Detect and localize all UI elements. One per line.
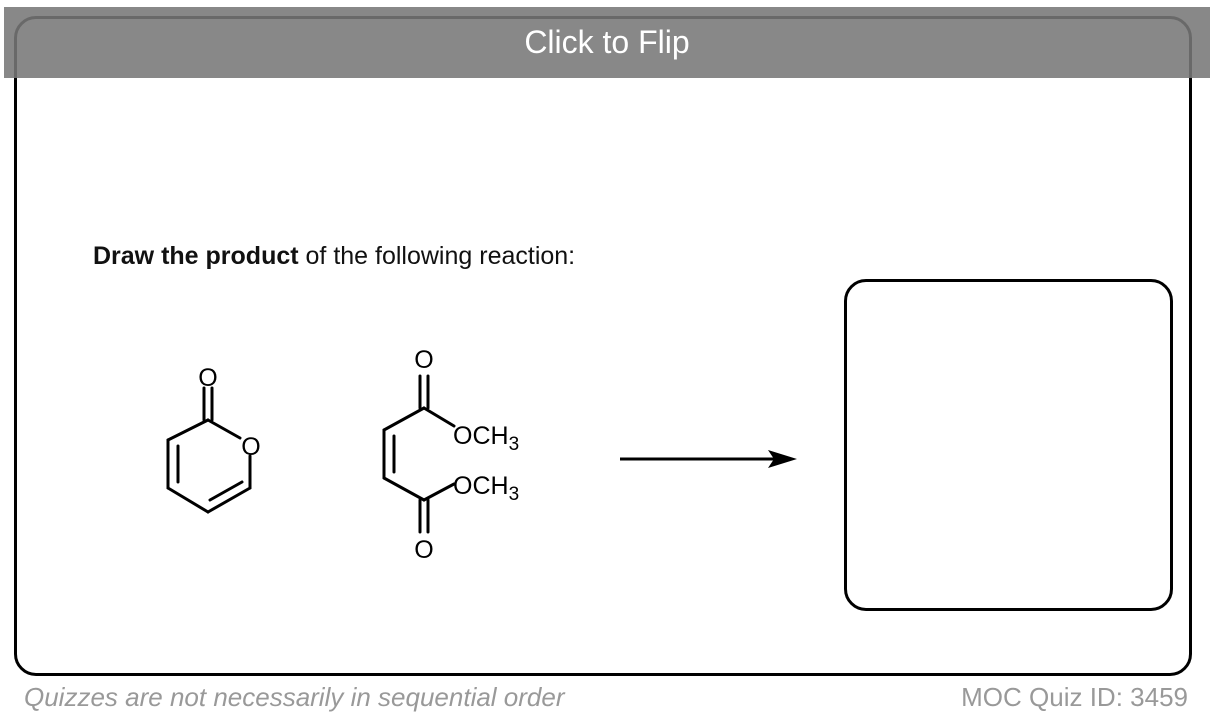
- quiz-id: MOC Quiz ID: 3459: [961, 682, 1188, 712]
- flashcard[interactable]: [14, 16, 1192, 676]
- answer-box: [844, 279, 1173, 611]
- question-text: Draw the product of the following reacti…: [93, 242, 575, 271]
- dimethyl-maleate-structure: [382, 374, 456, 534]
- click-to-flip-button[interactable]: Click to Flip: [4, 7, 1210, 78]
- pyranone-ring-o: O: [241, 433, 260, 461]
- ome-text-1: OCH: [453, 422, 509, 450]
- pyranone-carbonyl-o: O: [198, 364, 217, 392]
- pyranone-structure: [166, 386, 252, 514]
- reaction-arrow: [620, 450, 797, 468]
- ome-sub-2: 3: [509, 484, 520, 505]
- maleate-o-top: O: [414, 346, 433, 374]
- question-rest: of the following reaction:: [298, 242, 576, 270]
- ome-label-1: OCH3: [453, 422, 519, 455]
- question-bold: Draw the product: [93, 242, 299, 270]
- ome-text-2: OCH: [453, 472, 509, 500]
- sequential-order-note: Quizzes are not necessarily in sequentia…: [24, 682, 565, 712]
- ome-label-2: OCH3: [453, 472, 519, 505]
- maleate-o-bottom: O: [414, 536, 433, 564]
- ome-sub-1: 3: [509, 434, 520, 455]
